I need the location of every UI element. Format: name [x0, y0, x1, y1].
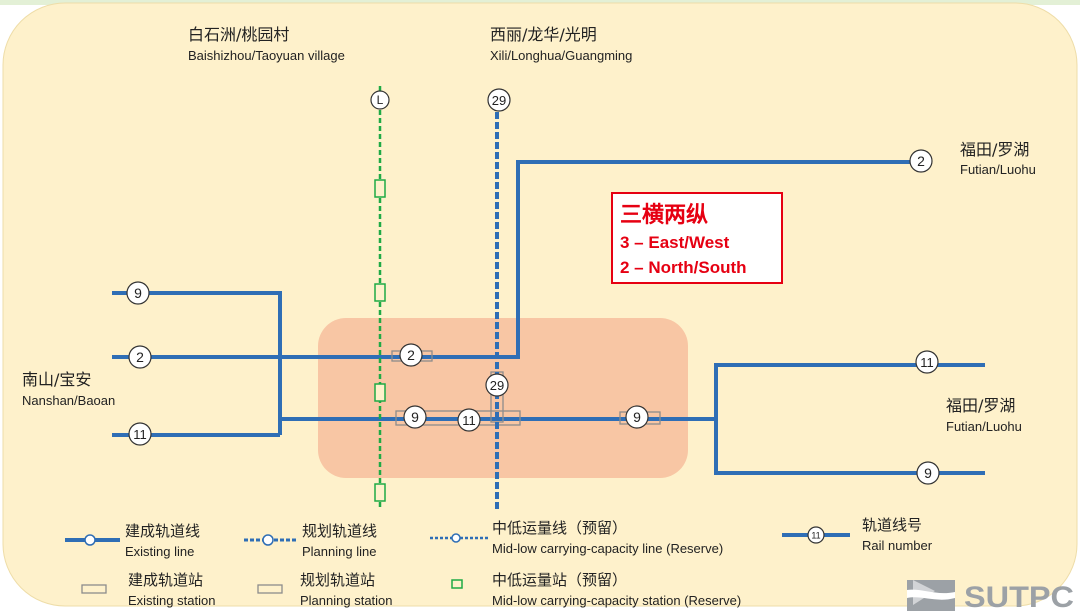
legend-label-zh: 中低运量站（预留）: [492, 571, 627, 589]
rail-marker-label: 29: [492, 93, 506, 108]
summary-line-east-west: 3 – East/West: [620, 233, 730, 252]
rail-marker-label: 9: [924, 465, 932, 481]
legend-label-zh: 建成轨道线: [125, 522, 200, 540]
rail-marker-29-center: 29: [485, 373, 509, 397]
legend-label-en: Planning station: [300, 593, 393, 608]
region-label-right-mid-zh: 福田/罗湖: [946, 396, 1015, 415]
rail-marker-label: 11: [811, 531, 820, 541]
midlow-station: [374, 383, 386, 402]
rail-marker-label: 9: [633, 409, 641, 425]
rail-line-east: [714, 363, 985, 475]
midlow-station: [374, 283, 386, 302]
rail-marker-11-east: 11: [915, 350, 939, 374]
legend-label-zh: 建成轨道站: [128, 571, 203, 589]
region-label-top-center-en: Xili/Longhua/Guangming: [490, 48, 632, 63]
rail-marker-label: 11: [133, 427, 147, 442]
legend-label-en: Existing station: [128, 593, 215, 608]
legend-label-en: Existing line: [125, 544, 194, 559]
rail-marker-2-center: 2: [399, 343, 423, 367]
legend-label-en: Planning line: [302, 544, 376, 559]
region-label-right-top-zh: 福田/罗湖: [960, 140, 1029, 159]
midlow-station: [374, 483, 386, 502]
legend-planning-line: 规划轨道线 Planning line: [244, 522, 377, 559]
legend-midlow-station: 中低运量站（预留） Mid-low carrying-capacity stat…: [451, 571, 741, 608]
rail-marker-9-west: 9: [126, 281, 150, 305]
legend-label-zh: 规划轨道站: [300, 571, 375, 589]
rail-marker-label: 11: [920, 355, 934, 370]
region-label-right-mid-en: Futian/Luohu: [946, 419, 1022, 434]
rail-marker-2-west: 2: [128, 345, 152, 369]
rail-marker-label: 2: [136, 349, 144, 365]
legend-existing-line: 建成轨道线 Existing line: [65, 522, 200, 559]
legend-planning-station: 规划轨道站 Planning station: [257, 571, 393, 608]
rail-marker-label: 29: [490, 378, 504, 393]
region-label-left-zh: 南山/宝安: [22, 370, 91, 389]
legend-label-zh: 规划轨道线: [302, 522, 377, 540]
rail-marker-l-top: L: [370, 90, 390, 110]
rail-marker-label: 2: [917, 153, 925, 169]
legend-label-en: Mid-low carrying-capacity line (Reserve): [492, 541, 723, 556]
midlow-station: [374, 179, 386, 198]
rail-marker-9-center-east: 9: [625, 405, 649, 429]
legend-rail-number-marker: 11: [807, 526, 825, 544]
sail-logo-icon: [907, 580, 955, 611]
region-label-top-center-zh: 西丽/龙华/光明: [490, 25, 597, 44]
station-interchange-9-11: [395, 410, 521, 426]
rail-marker-label: 9: [134, 285, 142, 301]
legend-rail-number: 11 轨道线号 Rail number: [782, 516, 933, 553]
rail-marker-label: 11: [462, 413, 476, 428]
rail-marker-label: 2: [407, 347, 415, 363]
summary-box: 三横两纵 3 – East/West 2 – North/South: [611, 192, 783, 284]
rail-line-2: [112, 160, 932, 359]
rail-marker-label: L: [377, 93, 384, 107]
legend-label-en: Rail number: [862, 538, 933, 553]
legend-label-en: Mid-low carrying-capacity station (Reser…: [492, 593, 741, 608]
sutpc-logo: SUTPC: [907, 580, 1074, 611]
summary-line-north-south: 2 – North/South: [620, 258, 747, 277]
rail-line-9-west: [112, 291, 282, 435]
summary-heading: 三横两纵: [620, 203, 708, 228]
sutpc-logo-text: SUTPC: [964, 581, 1074, 611]
region-label-right-top-en: Futian/Luohu: [960, 162, 1036, 177]
region-label-top-left-zh: 白石洲/桃园村: [188, 25, 289, 44]
rail-marker-29-top: 29: [487, 88, 511, 112]
legend-existing-station: 建成轨道站 Existing station: [81, 571, 215, 608]
legend-label-zh: 轨道线号: [862, 516, 922, 534]
rail-marker-label: 9: [411, 409, 419, 425]
region-label-top-left-en: Baishizhou/Taoyuan village: [188, 48, 345, 63]
legend-label-zh: 中低运量线（预留）: [492, 519, 627, 537]
region-label-left-en: Nanshan/Baoan: [22, 393, 115, 408]
rail-marker-2-east: 2: [909, 149, 933, 173]
legend-midlow-line: 中低运量线（预留） Mid-low carrying-capacity line…: [430, 519, 723, 556]
rail-marker-11-west: 11: [128, 422, 152, 446]
rail-marker-9-center: 9: [403, 405, 427, 429]
rail-marker-9-east: 9: [916, 461, 940, 485]
rail-marker-11-center: 11: [457, 408, 481, 432]
